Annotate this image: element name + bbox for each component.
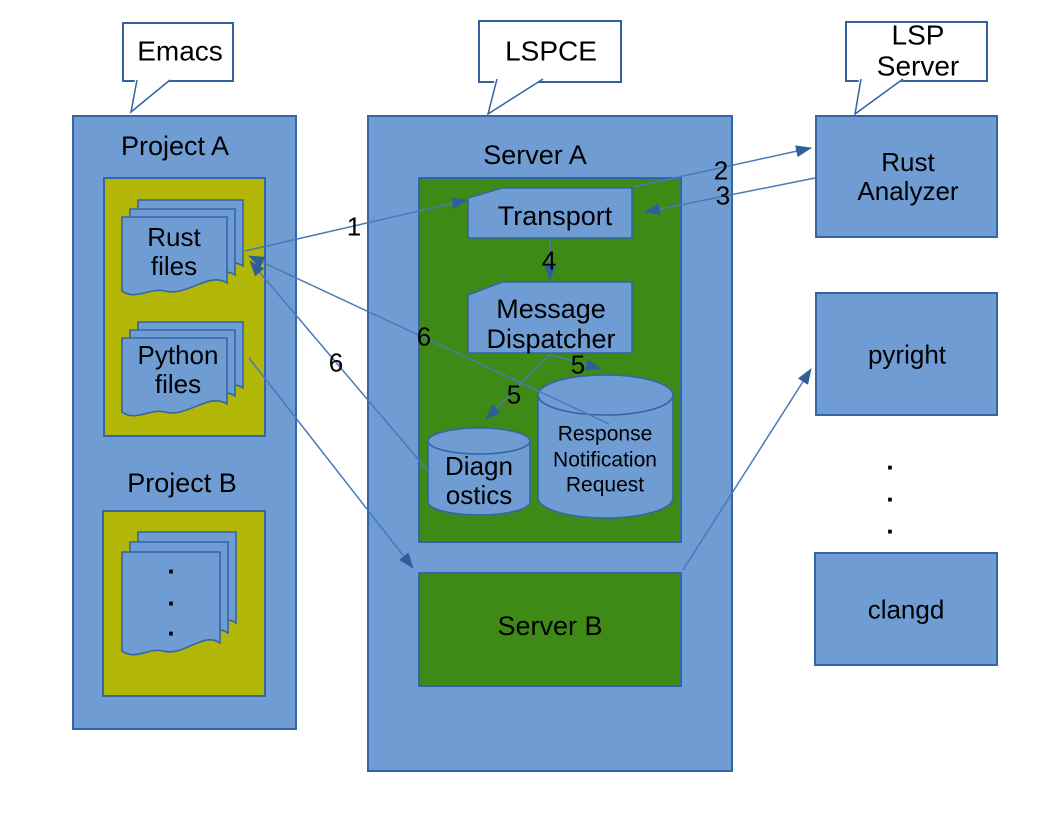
connector-5-dispatcher-to-diagnostics: [485, 353, 551, 420]
rust-analyzer-box: [815, 115, 998, 238]
response-store-cylinder: [537, 374, 674, 519]
connector-label-5b: 5: [570, 349, 586, 380]
rust-files-doc-stack: [121, 199, 244, 296]
lsp-servers-dot: .: [886, 445, 894, 476]
connector-label-3: 3: [715, 180, 731, 211]
connector-1-rust-files-to-transport: [244, 197, 468, 252]
connector-label-5a: 5: [506, 379, 522, 410]
server-b-box: [418, 572, 682, 687]
lsp-servers-dot: .: [886, 509, 894, 540]
transport-label: Transport: [497, 200, 613, 231]
server-b-title: Server B: [497, 610, 603, 641]
clangd-box: [814, 552, 998, 666]
rust-analyzer-label: Rust Analyzer: [857, 146, 959, 206]
pyright-box: [815, 292, 998, 416]
server-a-title: Server A: [483, 139, 587, 170]
connector-5-dispatcher-to-store: [550, 354, 602, 371]
message-dispatcher-label: Message Dispatcher: [486, 293, 616, 354]
connector-label-4: 4: [541, 245, 557, 276]
transport-shape: [467, 187, 633, 239]
connector-python-files-to-server-b: [248, 357, 414, 569]
connector-3-rust-analyzer-to-transport: [644, 177, 816, 215]
connector-label-2: 2: [713, 155, 729, 186]
connector-6-diagnostics-to-rust-files: [249, 260, 430, 473]
connector-2-transport-to-rust-analyzer: [632, 145, 812, 188]
connector-label-6b: 6: [328, 347, 344, 378]
python-files-doc-stack: [121, 321, 244, 417]
emacs-callout-box: [122, 22, 234, 82]
project-b-dot: .: [167, 549, 175, 580]
lspce-callout-box: [478, 20, 622, 83]
lsp-servers-dot: .: [886, 477, 894, 508]
rust-files-label: Rust files: [147, 221, 201, 281]
emacs-callout-label: Emacs: [137, 35, 223, 67]
connector-server-b-to-pyright: [682, 368, 812, 571]
project-b-doc-stack: [121, 531, 237, 656]
clangd-label: clangd: [867, 594, 945, 625]
connector-label-6a: 6: [416, 321, 432, 352]
project-b-dot: .: [167, 611, 175, 642]
project-b-dot: .: [167, 581, 175, 612]
lsp-server-callout-label: LSP Server: [876, 19, 960, 82]
diagnostics-cylinder: [427, 427, 531, 516]
emacs-callout-tail: [129, 79, 172, 114]
lsp-server-callout-tail: [853, 78, 906, 116]
project-b-title: Project B: [127, 467, 237, 498]
connector-label-1: 1: [346, 211, 362, 242]
python-files-label: Python files: [137, 339, 219, 399]
lspce-callout-label: LSPCE: [505, 35, 597, 67]
project-a-title: Project A: [120, 130, 230, 161]
lspce-callout-tail: [486, 78, 545, 116]
connector-6-store-to-rust-files: [248, 255, 610, 425]
message-dispatcher-shape: [467, 281, 633, 354]
pyright-label: pyright: [867, 339, 947, 370]
diagnostics-label: Diagn ostics: [445, 450, 513, 510]
lsp-server-callout-box: [845, 21, 988, 82]
response-store-label: Response Notification Request: [553, 422, 657, 497]
